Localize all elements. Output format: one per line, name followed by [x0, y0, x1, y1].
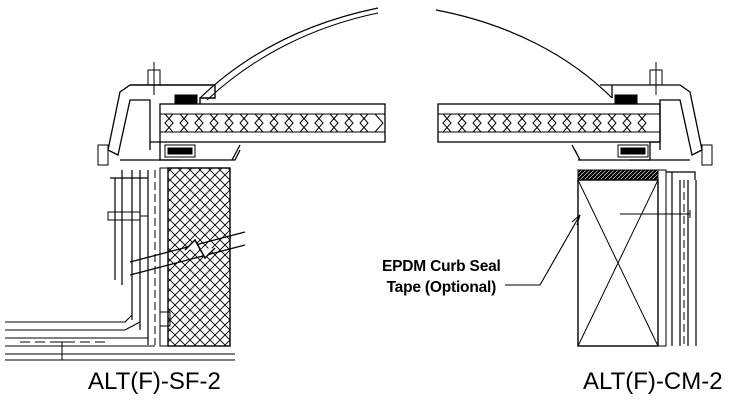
callout-leader	[505, 214, 581, 286]
callout-line-1: EPDM Curb Seal	[382, 258, 501, 275]
right-glazing-panel	[437, 103, 661, 143]
left-screw	[107, 211, 141, 221]
left-detail-label: ALT(F)-SF-2	[88, 368, 221, 395]
right-detail	[437, 62, 713, 347]
right-bolt	[701, 144, 713, 166]
left-detail	[5, 62, 386, 361]
left-glazing-panel	[159, 103, 386, 143]
dome-left-arc	[199, 7, 379, 99]
callout-line-2: Tape (Optional)	[386, 279, 497, 296]
left-bolt	[97, 144, 109, 166]
epdm-callout-text: EPDM Curb Seal Tape (Optional)	[382, 256, 501, 298]
dome-left-arc-inner	[206, 12, 379, 101]
dome-right-arc	[435, 9, 613, 99]
right-detail-label: ALT(F)-CM-2	[583, 368, 723, 395]
epdm-seal-tape	[577, 169, 659, 181]
